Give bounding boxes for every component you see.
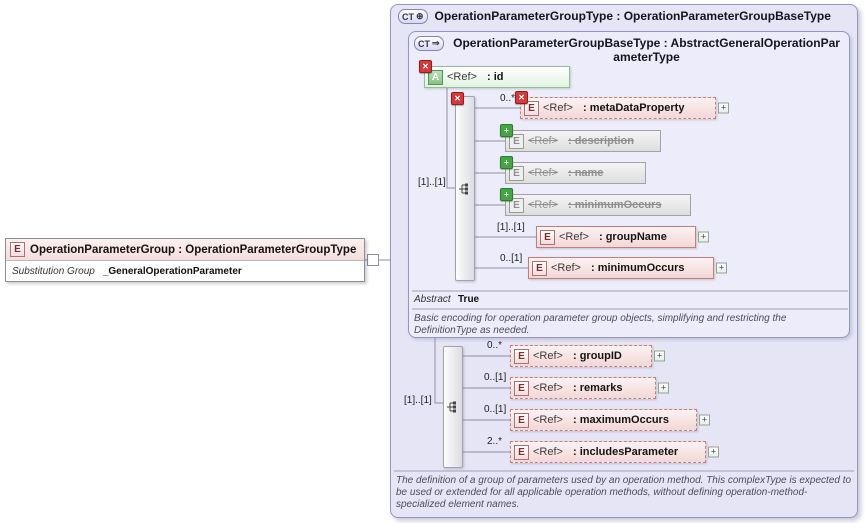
- attribute-name: : id: [486, 71, 504, 83]
- element-name: : minimumOccurs: [567, 199, 662, 211]
- expand-button[interactable]: +: [654, 350, 665, 362]
- collapse-handle[interactable]: [367, 254, 379, 266]
- element-remarks[interactable]: E <Ref> : remarks +: [510, 377, 669, 399]
- element-ref: <Ref>: [533, 350, 563, 362]
- added-badge-icon: +: [500, 188, 513, 201]
- attribute-icon: A: [428, 69, 443, 85]
- element-icon: E: [514, 444, 529, 460]
- complextype-global-icon: ⊕: [416, 11, 424, 21]
- element-name: : groupName: [598, 231, 667, 243]
- element-icon: E: [540, 229, 555, 245]
- element-groupName[interactable]: E <Ref> : groupName +: [536, 226, 709, 248]
- expand-button[interactable]: +: [699, 414, 710, 426]
- element-description[interactable]: + E <Ref> : description: [500, 124, 661, 152]
- element-ref: <Ref>: [543, 102, 573, 114]
- removed-badge-icon: ✕: [451, 92, 464, 105]
- substitution-group-value: _GeneralOperationParameter: [102, 265, 242, 277]
- element-ref: <Ref>: [533, 414, 563, 426]
- sequence-icon: [459, 183, 468, 194]
- cardinality-label: 0..[1]: [484, 404, 507, 415]
- element-name: : remarks: [572, 382, 623, 394]
- element-ref: <Ref>: [533, 446, 563, 458]
- removed-badge-icon: ✕: [515, 91, 528, 104]
- element-name: : maximumOccurs: [572, 414, 669, 426]
- cardinality-label: 0..[1]: [484, 372, 507, 383]
- complextype-icon-label: CT: [418, 38, 430, 49]
- expand-button[interactable]: +: [708, 446, 719, 458]
- element-ref: <Ref>: [528, 199, 558, 211]
- expand-button[interactable]: +: [698, 231, 709, 243]
- expand-button[interactable]: +: [716, 262, 727, 274]
- sequence-compositor[interactable]: ✕: [451, 92, 475, 281]
- base-type-header: CT⇒ OperationParameterGroupBaseType : Ab…: [414, 36, 844, 64]
- element-name: : metaDataProperty: [582, 102, 685, 114]
- element-OperationParameterGroup[interactable]: E OperationParameterGroup : OperationPar…: [5, 238, 365, 282]
- element-name: : minimumOccurs: [590, 262, 685, 274]
- element-icon: E: [514, 348, 529, 364]
- element-name: : name: [567, 167, 604, 179]
- element-icon: E: [10, 242, 25, 257]
- attribute-ref: <Ref>: [447, 71, 477, 83]
- added-badge-icon: +: [500, 156, 513, 169]
- complextype-icon-label: CT: [402, 11, 414, 22]
- sequence-compositor[interactable]: [443, 346, 463, 468]
- outer-type-title: OperationParameterGroupType : OperationP…: [434, 9, 831, 23]
- root-element-header: E OperationParameterGroup : OperationPar…: [6, 239, 364, 261]
- abstract-value: True: [458, 294, 480, 305]
- expand-button[interactable]: +: [718, 102, 729, 114]
- outer-type-header: CT⊕ OperationParameterGroupType : Operat…: [398, 9, 853, 24]
- complextype-icon: CT⇒: [414, 36, 444, 51]
- element-minimumOccurs[interactable]: E <Ref> : minimumOccurs +: [528, 257, 727, 279]
- element-ref: <Ref>: [528, 135, 558, 147]
- complextype-derived-icon: ⇒: [432, 38, 440, 48]
- cardinality-label: [1]..[1]: [497, 222, 525, 233]
- abstract-label: Abstract: [414, 294, 451, 305]
- cardinality-label: 0..*: [500, 93, 516, 104]
- sequence-cardinality-label: [1]..[1]: [418, 177, 446, 188]
- element-ref: <Ref>: [551, 262, 581, 274]
- base-type-description: Basic encoding for operation parameter g…: [414, 313, 787, 336]
- sequence-icon: [447, 401, 456, 413]
- element-ref: <Ref>: [528, 167, 558, 179]
- cardinality-label: 2..*: [487, 436, 503, 447]
- element-icon: E: [514, 380, 529, 396]
- element-maximumOccurs[interactable]: E <Ref> : maximumOccurs +: [510, 409, 710, 431]
- sequence-cardinality-label: [1]..[1]: [404, 395, 432, 406]
- element-name: : includesParameter: [572, 446, 679, 458]
- element-metaDataProperty[interactable]: ✕ E <Ref> : metaDataProperty +: [515, 91, 729, 119]
- element-icon: E: [509, 165, 524, 181]
- element-icon: E: [509, 133, 524, 149]
- expand-button[interactable]: +: [658, 382, 669, 394]
- outer-type-description: The definition of a group of parameters …: [396, 475, 852, 510]
- cardinality-label: 0..[1]: [500, 253, 523, 264]
- element-icon: E: [509, 197, 524, 213]
- element-includesParameter[interactable]: E <Ref> : includesParameter +: [510, 441, 719, 463]
- element-name: : groupID: [572, 350, 622, 362]
- element-name: : description: [567, 135, 634, 147]
- element-icon: E: [532, 260, 547, 276]
- cardinality-label: 0..*: [487, 340, 503, 351]
- substitution-group-row: Substitution Group _GeneralOperationPara…: [6, 261, 364, 281]
- substitution-group-label: Substitution Group: [12, 265, 95, 277]
- element-groupID[interactable]: E <Ref> : groupID +: [510, 345, 665, 367]
- attribute-id[interactable]: ✕ A <Ref> : id: [419, 60, 570, 88]
- element-ref: <Ref>: [559, 231, 589, 243]
- element-ref: <Ref>: [533, 382, 563, 394]
- element-icon: E: [514, 412, 529, 428]
- element-icon: E: [524, 100, 539, 116]
- removed-badge-icon: ✕: [419, 60, 432, 73]
- base-type-title: OperationParameterGroupBaseType : Abstra…: [453, 36, 840, 64]
- complextype-icon: CT⊕: [398, 9, 428, 24]
- element-name[interactable]: + E <Ref> : name: [500, 156, 646, 184]
- element-minimumOccurs-disabled[interactable]: + E <Ref> : minimumOccurs: [500, 188, 691, 216]
- added-badge-icon: +: [500, 124, 513, 137]
- root-element-title: OperationParameterGroup : OperationParam…: [30, 243, 357, 256]
